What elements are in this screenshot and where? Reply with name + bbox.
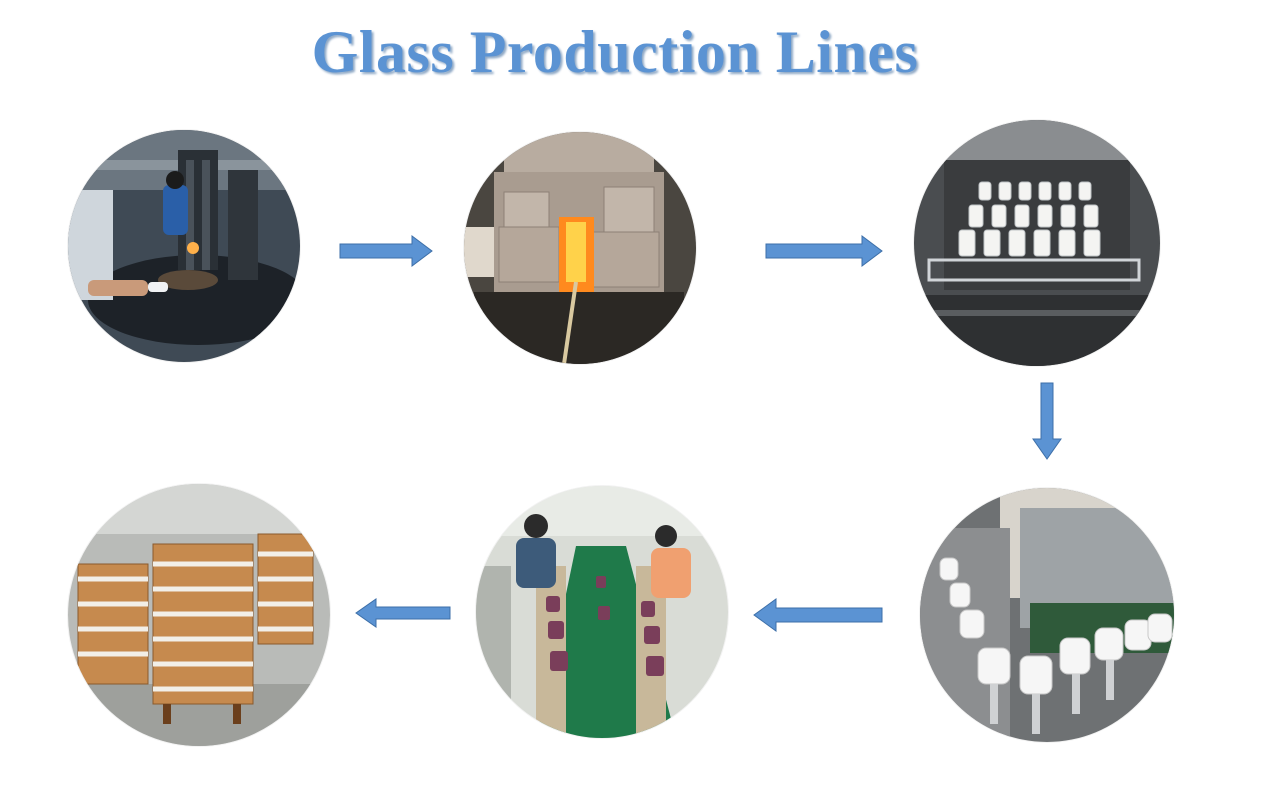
page-title: Glass Production Lines [311,19,919,85]
inspection-line-photo [476,486,728,738]
spray-coating-photo [920,488,1174,742]
arrow-right-2 [764,234,884,268]
annealing-oven-photo [914,120,1160,366]
arrow-left-2 [354,597,452,629]
arrow-down [1031,381,1063,461]
arrow-right-1 [338,234,434,268]
furnace-heating-photo [464,132,696,364]
glass-pressing-photo [68,130,300,362]
arrow-left-1 [752,597,884,633]
packing-pallets-photo [68,484,330,746]
